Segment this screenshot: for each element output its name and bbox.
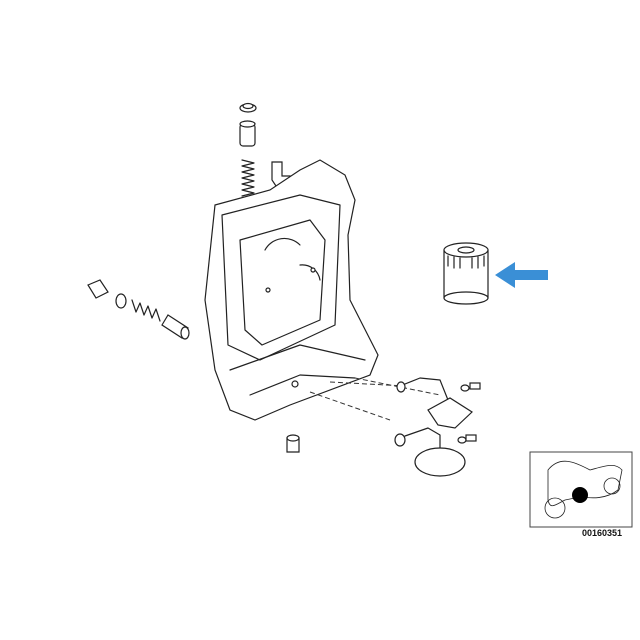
oil-pickup-tube-upper[interactable]	[396, 377, 481, 401]
bolt-with-washer[interactable]	[239, 102, 257, 113]
diagram-number: 00160351	[582, 528, 623, 538]
motorcycle-locator-inset	[529, 451, 633, 528]
oil-pickup-tube-lower[interactable]	[394, 427, 477, 456]
oil-strainer-upper[interactable]	[427, 397, 473, 429]
oil-filter[interactable]	[443, 242, 489, 305]
highlight-arrow-icon	[495, 262, 548, 288]
spring[interactable]	[241, 159, 255, 197]
piston[interactable]	[161, 314, 190, 340]
drain-plug[interactable]	[286, 434, 300, 453]
sealing-ring[interactable]	[115, 293, 127, 309]
gearbox-housing[interactable]	[204, 159, 379, 421]
oil-strainer-lower[interactable]	[414, 447, 466, 477]
pressure-spring[interactable]	[131, 299, 161, 322]
location-marker	[572, 487, 588, 503]
valve-plunger[interactable]	[239, 120, 256, 147]
screw-plug[interactable]	[87, 279, 109, 299]
